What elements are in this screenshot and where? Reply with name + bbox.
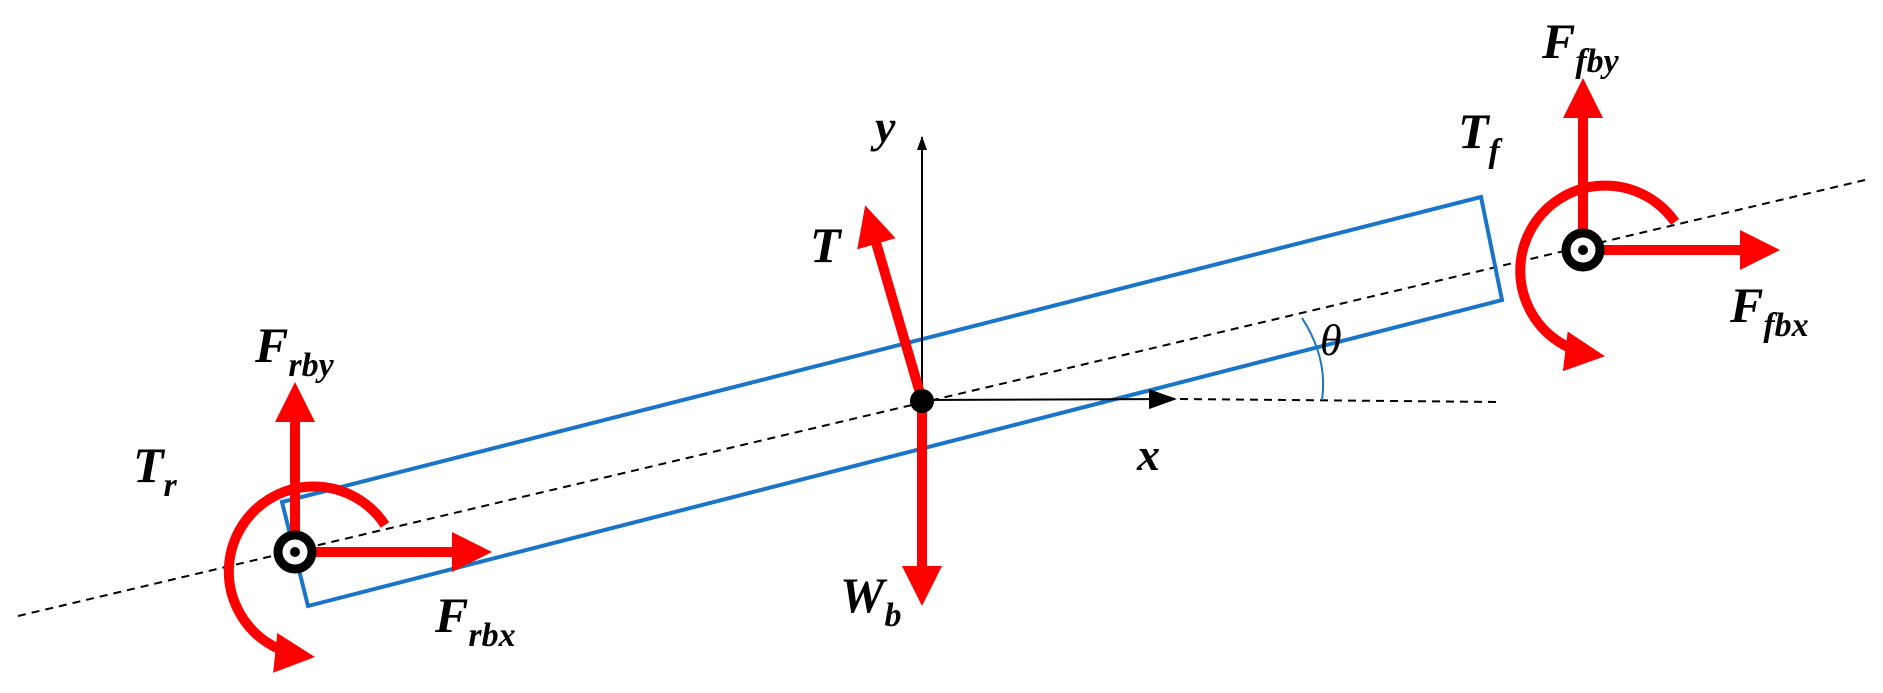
- rear-pivot-dot: [290, 547, 300, 557]
- rear-y-force-label: Frby: [254, 317, 335, 384]
- horizontal-reference-line: [1179, 398, 1501, 403]
- angle-label: θ: [1320, 316, 1342, 365]
- angle-arc: [1301, 317, 1325, 401]
- tension-label: T: [810, 217, 843, 273]
- x-axis-arrow: [921, 389, 1177, 410]
- weight-label: Wb: [840, 567, 901, 634]
- front-torque-label: Tf: [1458, 103, 1504, 170]
- beam-body: [279, 194, 1505, 609]
- center-of-mass-point: [910, 389, 934, 413]
- rear-x-force-label: Frbx: [434, 587, 516, 654]
- rear-torque-arc: [223, 481, 390, 673]
- y-axis-label: y: [870, 101, 896, 152]
- front-torque-arc: [1515, 180, 1680, 372]
- rear-torque-label: Tr: [133, 437, 178, 504]
- front-x-force-label: Ffbx: [1729, 277, 1809, 344]
- front-y-force-label: Ffby: [1541, 13, 1620, 80]
- x-axis-label: x: [1136, 429, 1160, 480]
- tension-force-arrow: [857, 205, 927, 402]
- front-pivot-dot: [1578, 245, 1588, 255]
